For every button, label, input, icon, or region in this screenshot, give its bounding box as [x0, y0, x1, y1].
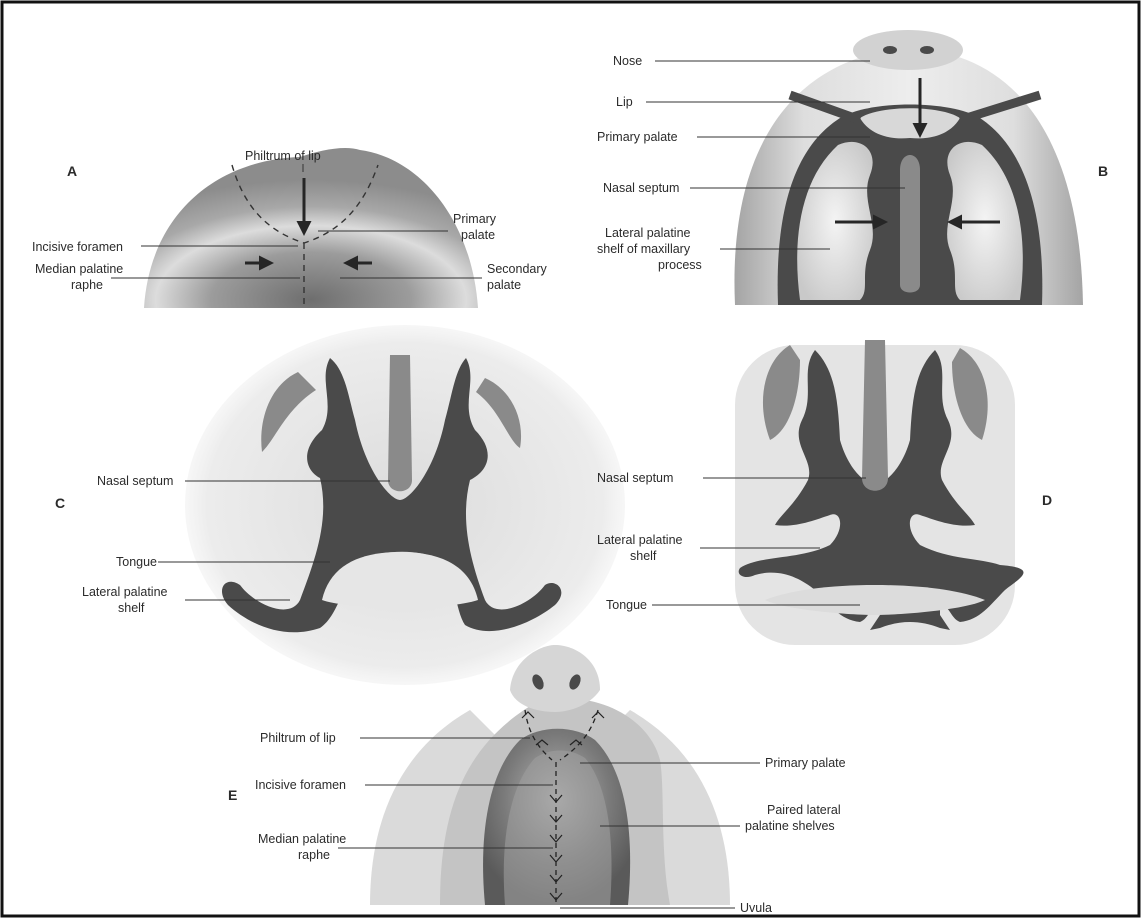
panel-b-lateral-shelf-label-1: Lateral palatine — [605, 226, 691, 240]
panel-c-nasal-septum — [388, 355, 412, 491]
panel-e-median-raphe-label-2: raphe — [298, 848, 330, 862]
panel-d-nasal-septum — [862, 340, 888, 491]
panel-b-lip-label: Lip — [616, 95, 633, 109]
panel-e-paired-shelves-label-1: Paired lateral — [767, 803, 841, 817]
panel-e-uvula-label: Uvula — [740, 901, 772, 915]
panel-b-letter: B — [1098, 163, 1108, 179]
panel-b-lateral-shelf-label-3: process — [658, 258, 702, 272]
panel-a-primary-palate-label-1: Primary — [453, 212, 497, 226]
panel-b-nose-shape — [853, 30, 963, 70]
panel-c-lateral-shelf-label-2: shelf — [118, 601, 145, 615]
panel-b-nose-label: Nose — [613, 54, 642, 68]
panel-a-primary-palate-label-2: palate — [461, 228, 495, 242]
panel-e-incisive-foramen-label: Incisive foramen — [255, 778, 346, 792]
panel-b-primary-palate-label: Primary palate — [597, 130, 678, 144]
panel-b-nasal-septum — [900, 155, 920, 293]
panel-a-secondary-palate-label-2: palate — [487, 278, 521, 292]
panel-e-paired-shelves-label-2: palatine shelves — [745, 819, 835, 833]
panel-e-philtrum-label: Philtrum of lip — [260, 731, 336, 745]
panel-c-lateral-shelf-label-1: Lateral palatine — [82, 585, 168, 599]
panel-e-letter: E — [228, 787, 237, 803]
panel-a-letter: A — [67, 163, 77, 179]
panel-b-nasal-septum-label: Nasal septum — [603, 181, 679, 195]
panel-d-lateral-shelf-label-2: shelf — [630, 549, 657, 563]
panel-c-nasal-septum-label: Nasal septum — [97, 474, 173, 488]
panel-d-letter: D — [1042, 492, 1052, 508]
panel-d-lateral-shelf-label-1: Lateral palatine — [597, 533, 683, 547]
panel-e-median-raphe-label-1: Median palatine — [258, 832, 346, 846]
panel-a-median-raphe-label-2: raphe — [71, 278, 103, 292]
panel-a-secondary-palate-label-1: Secondary — [487, 262, 548, 276]
panel-c-tongue-label: Tongue — [116, 555, 157, 569]
panel-d-nasal-septum-label: Nasal septum — [597, 471, 673, 485]
panel-b-left-nostril — [883, 46, 897, 54]
panel-a-incisive-foramen-label: Incisive foramen — [32, 240, 123, 254]
panel-b-lateral-shelf-label-2: shelf of maxillary — [597, 242, 691, 256]
panel-c-letter: C — [55, 495, 65, 511]
panel-a-philtrum-label: Philtrum of lip — [245, 149, 321, 163]
panel-b-right-nostril — [920, 46, 934, 54]
panel-e-primary-palate-label: Primary palate — [765, 756, 846, 770]
panel-a-median-raphe-label-1: Median palatine — [35, 262, 123, 276]
panel-d-tongue-label: Tongue — [606, 598, 647, 612]
